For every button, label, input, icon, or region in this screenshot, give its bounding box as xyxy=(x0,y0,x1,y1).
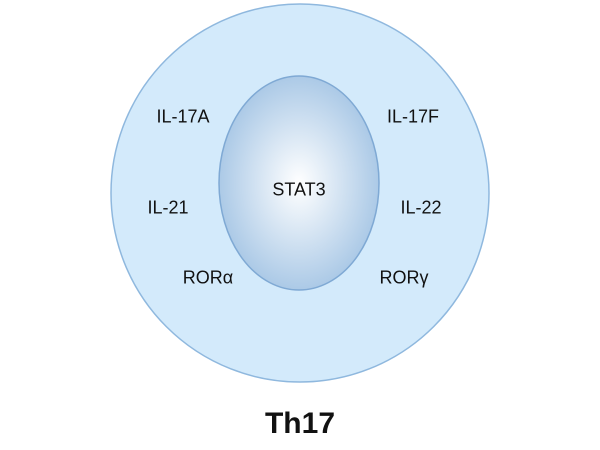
core-label: STAT3 xyxy=(272,179,326,200)
inner-nucleus-ellipse xyxy=(218,75,380,291)
diagram-title: Th17 xyxy=(264,407,336,440)
label-il22: IL-22 xyxy=(400,197,442,218)
label-il17f: IL-17F xyxy=(386,106,440,127)
label-ror-gamma: RORγ xyxy=(379,267,429,288)
label-il21: IL-21 xyxy=(147,197,189,218)
label-ror-alpha: RORα xyxy=(182,267,234,288)
label-il17a: IL-17A xyxy=(156,106,210,127)
